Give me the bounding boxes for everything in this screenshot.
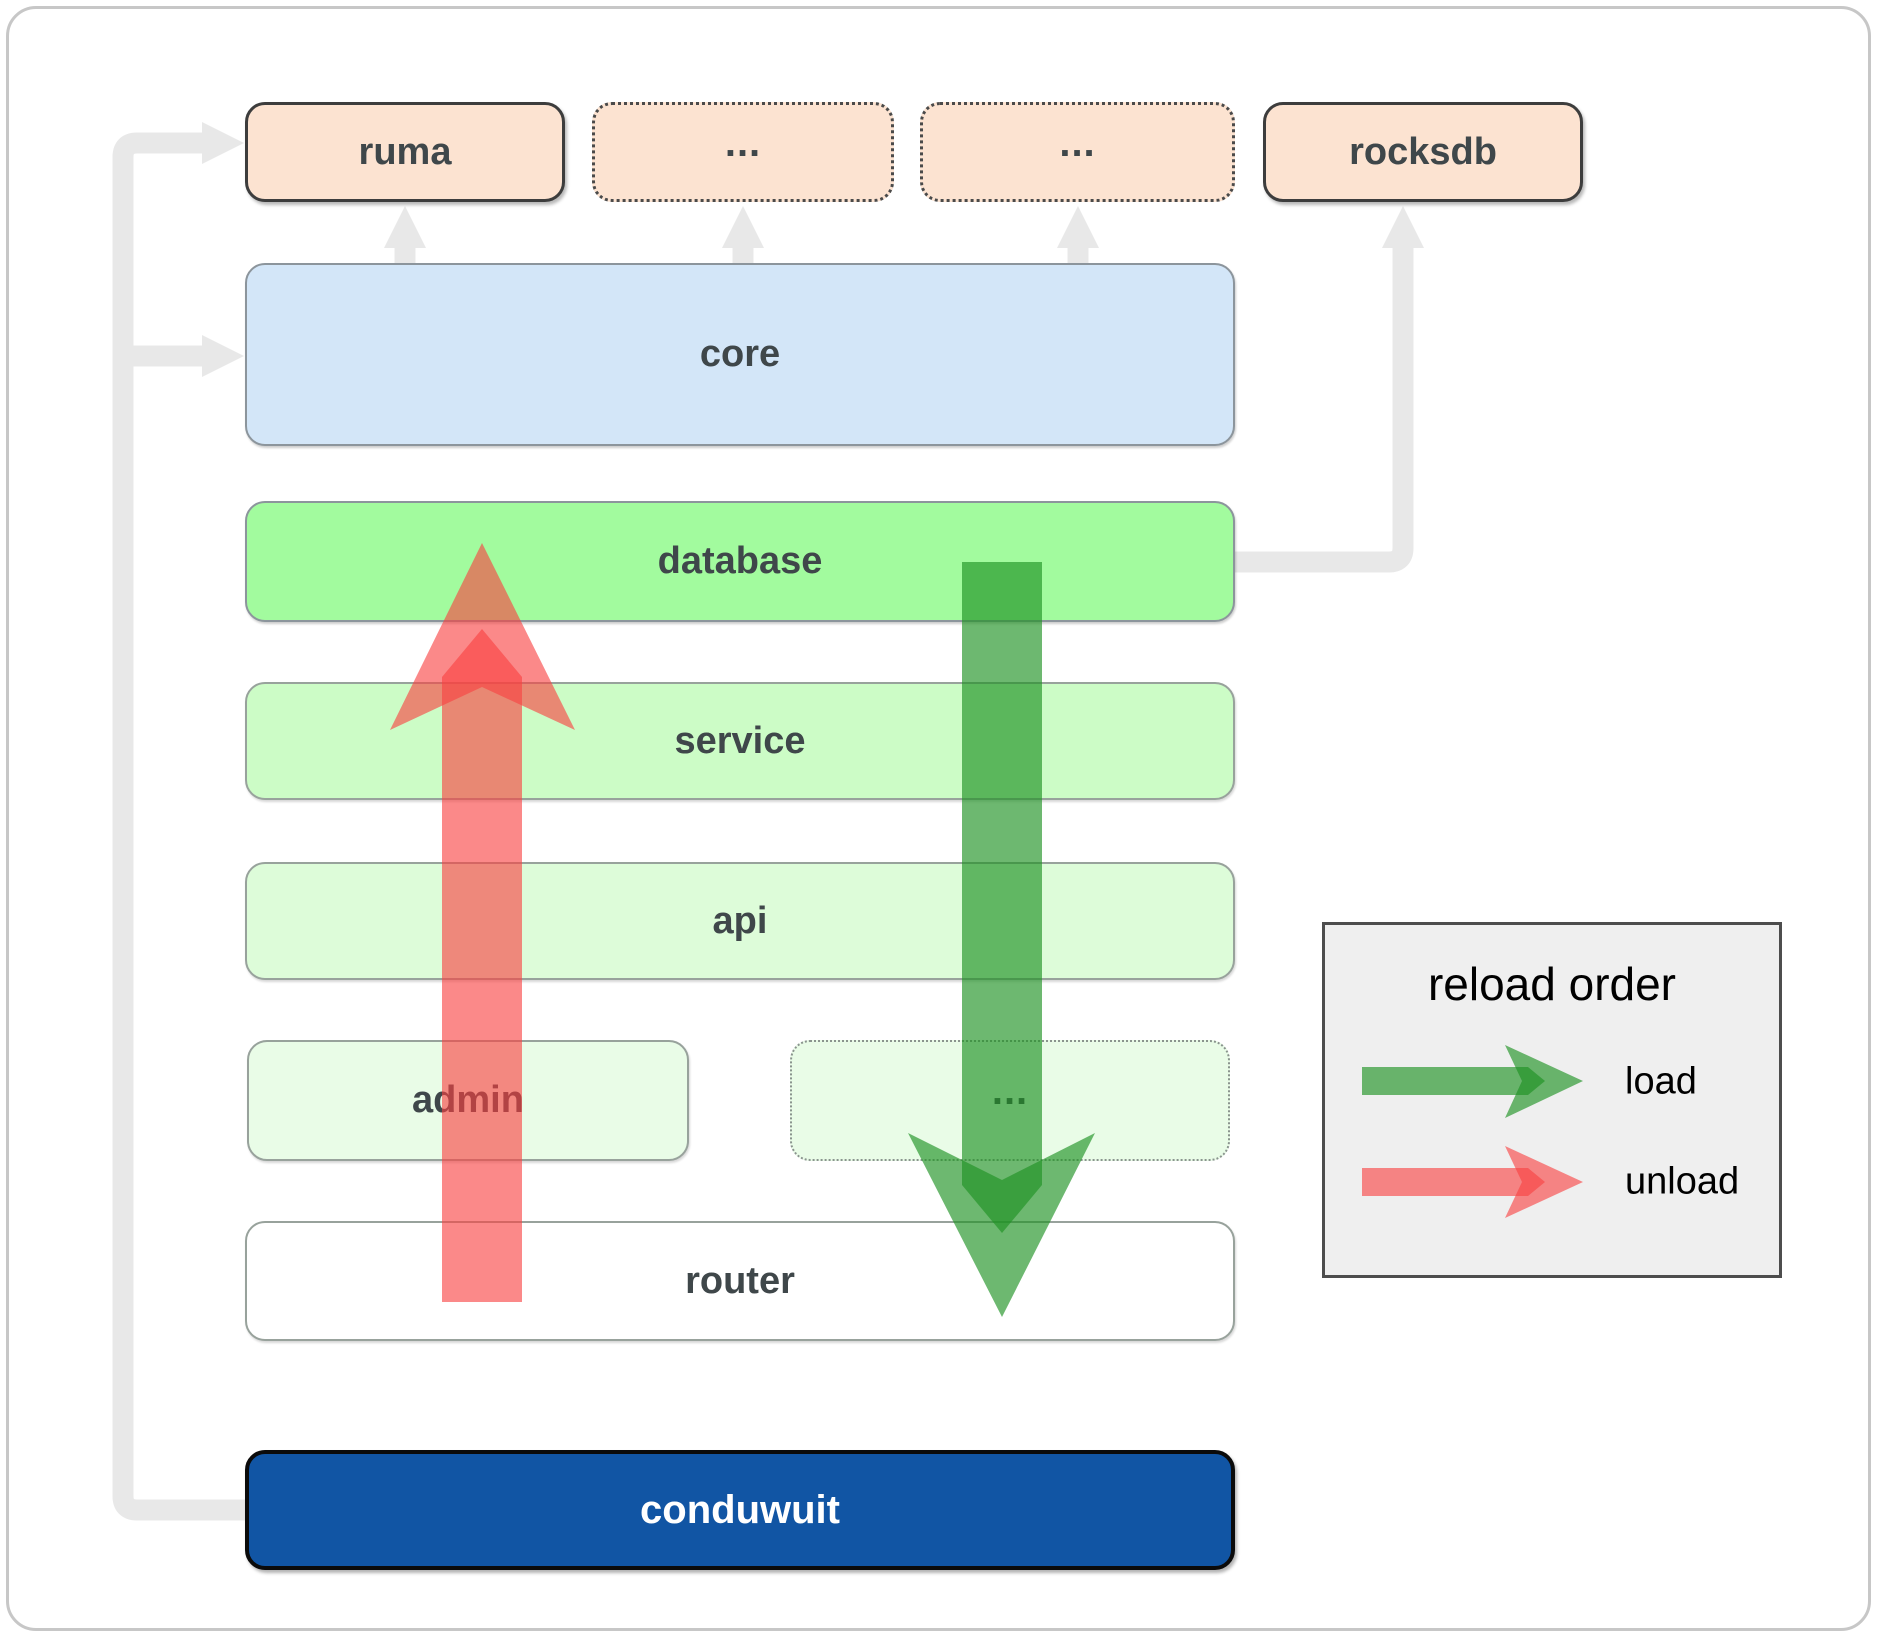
legend-title: reload order: [1427, 958, 1677, 1010]
legend-label-load: load: [1625, 1060, 1697, 1103]
node-service-label: service: [674, 719, 806, 762]
node-admin: admin: [247, 1040, 689, 1161]
node-admin-label: admin: [412, 1079, 524, 1121]
node-api: api: [245, 862, 1235, 980]
node-admin-more-label: ...: [991, 1069, 1029, 1113]
node-router: router: [245, 1221, 1235, 1341]
node-ruma: ruma: [245, 102, 565, 202]
node-database-label: database: [657, 540, 823, 582]
node-conduwuit-label: conduwuit: [640, 1487, 840, 1532]
node-api-label: api: [712, 899, 768, 942]
node-database: database: [245, 501, 1235, 622]
outer-frame: [6, 6, 1871, 1631]
node-core-label: core: [699, 333, 781, 375]
node-external-more-2-label: ...: [1059, 120, 1096, 165]
node-external-more-2: ...: [920, 102, 1235, 202]
legend-box: reload order: [1322, 922, 1782, 1278]
node-router-label: router: [685, 1259, 795, 1302]
node-service: service: [245, 682, 1235, 800]
node-rocksdb: rocksdb: [1263, 102, 1583, 202]
node-ruma-label: ruma: [358, 130, 452, 173]
legend-label-unload: unload: [1625, 1160, 1740, 1203]
node-external-more-1-label: ...: [724, 120, 762, 165]
node-conduwuit: conduwuit: [245, 1450, 1235, 1570]
node-core: core: [245, 263, 1235, 446]
node-rocksdb-label: rocksdb: [1349, 130, 1497, 173]
node-external-more-1: ...: [592, 102, 894, 202]
node-admin-more: ...: [790, 1040, 1230, 1161]
